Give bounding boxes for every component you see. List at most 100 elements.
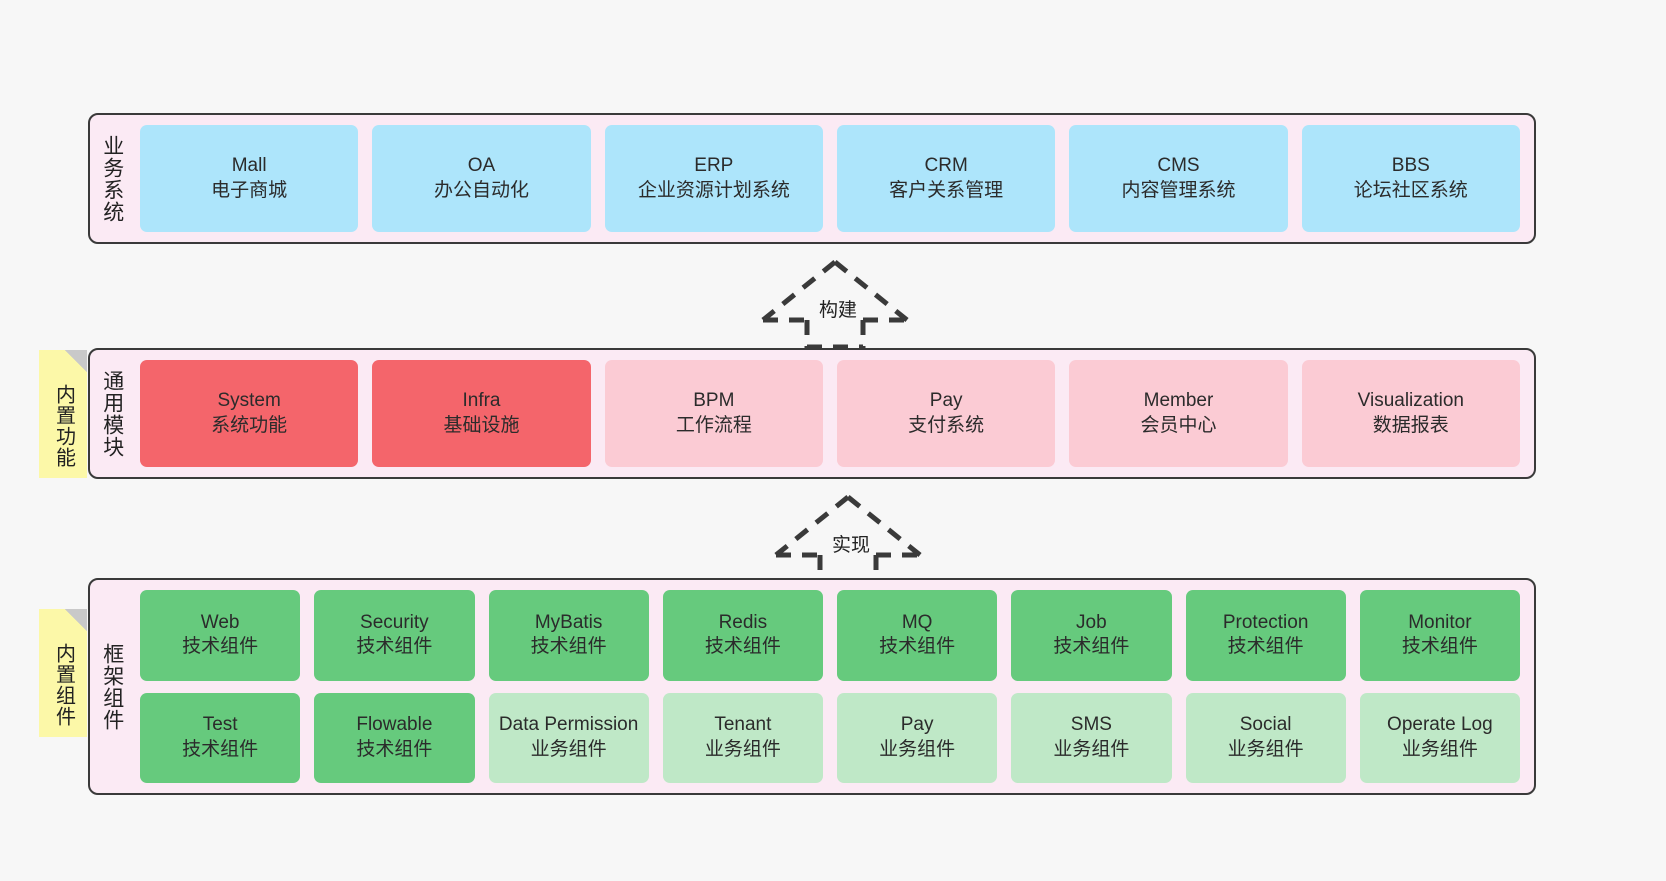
layer-business-system: 业务系统 Mall 电子商城 OA 办公自动化 ERP 企业资源计划系统 CRM… xyxy=(88,113,1536,244)
node-bbs[interactable]: BBS 论坛社区系统 xyxy=(1301,125,1520,232)
node-title-en: MyBatis xyxy=(534,611,603,633)
node-mq[interactable]: MQ 技术组件 xyxy=(837,590,998,681)
node-title-cn: 技术组件 xyxy=(1401,636,1478,658)
node-security[interactable]: Security 技术组件 xyxy=(314,590,475,681)
layer-body-framework-component: Web 技术组件 Security 技术组件 MyBatis 技术组件 Redi… xyxy=(134,580,1534,793)
node-title-cn: 系统功能 xyxy=(211,414,288,436)
node-title-en: CMS xyxy=(1157,155,1200,177)
node-pay-component[interactable]: Pay 业务组件 xyxy=(837,692,998,783)
node-title-en: Pay xyxy=(929,390,963,412)
arrow-label-implement: 实现 xyxy=(832,535,871,556)
node-title-cn: 办公自动化 xyxy=(433,179,529,201)
node-title-cn: 基础设施 xyxy=(443,414,520,436)
layer-body-business-system: Mall 电子商城 OA 办公自动化 ERP 企业资源计划系统 CRM 客户关系… xyxy=(134,115,1534,242)
node-title-cn: 技术组件 xyxy=(704,636,781,658)
node-row: Web 技术组件 Security 技术组件 MyBatis 技术组件 Redi… xyxy=(140,590,1520,681)
node-title-cn: 论坛社区系统 xyxy=(1353,179,1468,201)
node-visualization[interactable]: Visualization 数据报表 xyxy=(1301,360,1520,467)
node-row: System 系统功能 Infra 基础设施 BPM 工作流程 Pay 支付系统… xyxy=(140,360,1520,467)
node-operate-log[interactable]: Operate Log 业务组件 xyxy=(1359,692,1520,783)
node-title-en: Social xyxy=(1239,714,1292,736)
node-title-cn: 技术组件 xyxy=(530,636,607,658)
node-title-cn: 电子商城 xyxy=(211,179,288,201)
node-bpm[interactable]: BPM 工作流程 xyxy=(604,360,823,467)
node-title-cn: 技术组件 xyxy=(182,636,259,658)
layer-framework-component: 框架组件 Web 技术组件 Security 技术组件 MyBatis 技术组件… xyxy=(88,578,1536,795)
node-title-en: Redis xyxy=(718,611,768,633)
node-title-en: SMS xyxy=(1070,714,1112,736)
node-title-en: Visualization xyxy=(1357,390,1464,412)
node-title-cn: 客户关系管理 xyxy=(889,179,1004,201)
arrow-label-build: 构建 xyxy=(819,300,858,321)
node-title-cn: 业务组件 xyxy=(1401,738,1478,760)
node-job[interactable]: Job 技术组件 xyxy=(1011,590,1172,681)
node-sms[interactable]: SMS 业务组件 xyxy=(1011,692,1172,783)
node-title-cn: 业务组件 xyxy=(879,738,956,760)
node-title-en: Job xyxy=(1076,611,1107,633)
node-title-en: CRM xyxy=(924,155,968,177)
node-title-en: Tenant xyxy=(714,714,772,736)
node-title-cn: 技术组件 xyxy=(879,636,956,658)
node-pay-module[interactable]: Pay 支付系统 xyxy=(836,360,1056,467)
node-title-en: BBS xyxy=(1391,155,1430,177)
layer-title-business-system: 业务系统 xyxy=(100,134,124,223)
node-title-cn: 业务组件 xyxy=(704,738,781,760)
node-title-cn: 业务组件 xyxy=(1053,738,1130,760)
node-crm[interactable]: CRM 客户关系管理 xyxy=(836,125,1056,232)
node-title-cn: 内容管理系统 xyxy=(1121,179,1236,201)
node-title-en: Infra xyxy=(462,390,501,412)
node-title-en: System xyxy=(217,390,281,412)
node-row: Test 技术组件 Flowable 技术组件 Data Permission … xyxy=(140,692,1520,783)
node-erp[interactable]: ERP 企业资源计划系统 xyxy=(604,125,823,232)
node-title-en: Mall xyxy=(231,155,267,177)
node-title-cn: 技术组件 xyxy=(1053,636,1130,658)
node-oa[interactable]: OA 办公自动化 xyxy=(372,125,591,232)
node-title-cn: 技术组件 xyxy=(356,636,433,658)
node-title-en: Test xyxy=(202,714,238,736)
node-title-cn: 数据报表 xyxy=(1372,414,1449,436)
node-data-permission[interactable]: Data Permission 业务组件 xyxy=(488,692,649,783)
layer-title-framework-component: 框架组件 xyxy=(100,642,124,731)
node-title-en: ERP xyxy=(694,155,734,177)
node-test[interactable]: Test 技术组件 xyxy=(140,692,301,783)
node-flowable[interactable]: Flowable 技术组件 xyxy=(314,692,475,783)
node-title-en: Monitor xyxy=(1408,611,1472,633)
node-title-en: Flowable xyxy=(356,714,433,736)
node-title-en: Security xyxy=(360,611,429,633)
node-title-en: Data Permission xyxy=(498,714,639,736)
node-title-en: Member xyxy=(1143,390,1214,412)
node-title-en: Operate Log xyxy=(1387,714,1493,736)
node-title-cn: 会员中心 xyxy=(1140,414,1217,436)
sticky-note-builtin-functions: 内置功能 xyxy=(39,350,87,478)
node-infra[interactable]: Infra 基础设施 xyxy=(372,360,591,467)
node-title-en: Pay xyxy=(900,714,934,736)
node-title-en: MQ xyxy=(901,611,933,633)
node-title-cn: 技术组件 xyxy=(182,738,259,760)
layer-title-common-module: 通用模块 xyxy=(100,369,124,458)
node-row: Mall 电子商城 OA 办公自动化 ERP 企业资源计划系统 CRM 客户关系… xyxy=(140,125,1520,232)
node-title-cn: 支付系统 xyxy=(908,414,985,436)
node-title-en: Protection xyxy=(1222,611,1309,633)
node-title-cn: 业务组件 xyxy=(1227,738,1304,760)
node-monitor[interactable]: Monitor 技术组件 xyxy=(1359,590,1520,681)
node-member[interactable]: Member 会员中心 xyxy=(1069,360,1288,467)
node-protection[interactable]: Protection 技术组件 xyxy=(1185,590,1346,681)
node-title-cn: 企业资源计划系统 xyxy=(637,179,790,201)
node-system[interactable]: System 系统功能 xyxy=(140,360,359,467)
sticky-note-builtin-components: 内置组件 xyxy=(39,609,87,737)
node-mybatis[interactable]: MyBatis 技术组件 xyxy=(488,590,649,681)
node-title-cn: 业务组件 xyxy=(530,738,607,760)
node-web[interactable]: Web 技术组件 xyxy=(140,590,301,681)
node-redis[interactable]: Redis 技术组件 xyxy=(662,590,823,681)
node-cms[interactable]: CMS 内容管理系统 xyxy=(1069,125,1288,232)
node-tenant[interactable]: Tenant 业务组件 xyxy=(662,692,823,783)
node-title-en: BPM xyxy=(693,390,735,412)
layer-common-module: 通用模块 System 系统功能 Infra 基础设施 BPM 工作流程 Pay… xyxy=(88,348,1536,479)
node-title-cn: 工作流程 xyxy=(675,414,752,436)
node-title-en: Web xyxy=(200,611,240,633)
node-mall[interactable]: Mall 电子商城 xyxy=(140,125,359,232)
layer-body-common-module: System 系统功能 Infra 基础设施 BPM 工作流程 Pay 支付系统… xyxy=(134,350,1534,477)
node-title-cn: 技术组件 xyxy=(1227,636,1304,658)
node-social[interactable]: Social 业务组件 xyxy=(1185,692,1346,783)
